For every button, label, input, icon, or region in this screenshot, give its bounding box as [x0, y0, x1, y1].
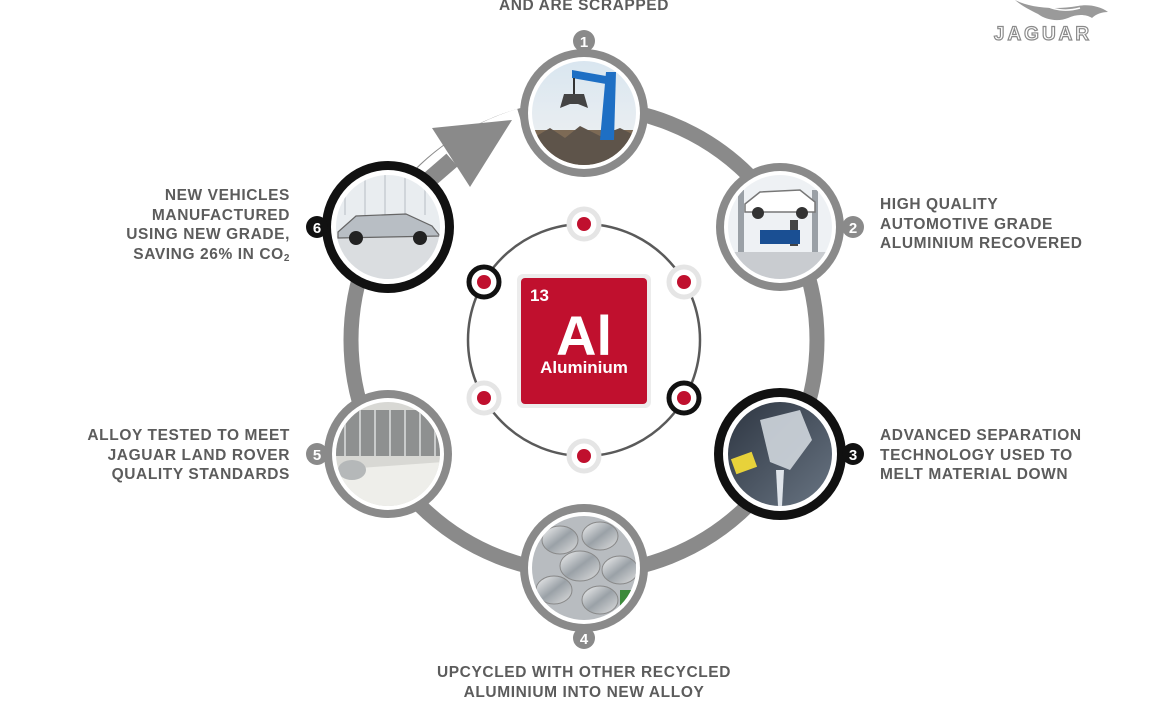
step-2-label: HIGH QUALITY AUTOMOTIVE GRADE ALUMINIUM …: [880, 196, 1083, 252]
step-5-label: ALLOY TESTED TO MEET JAGUAR LAND ROVER Q…: [87, 427, 290, 483]
step-5-node: 5: [306, 390, 452, 518]
step-4-node: 4: [520, 504, 648, 649]
step-5-number: 5: [313, 447, 321, 464]
aluminium-element-tile: 13 Al Aluminium: [517, 274, 651, 408]
step-2-node: 2: [716, 163, 864, 291]
step-1-node: 1: [520, 30, 648, 177]
brand-wordmark: JAGUAR: [993, 23, 1093, 45]
step-3-number: 3: [849, 447, 857, 464]
step-1-label: AND ARE SCRAPPED: [498, 0, 670, 14]
molten-metal-photo: [728, 402, 832, 506]
step-2-number: 2: [849, 220, 857, 237]
element-symbol: Al: [556, 304, 612, 367]
atomic-number: 13: [530, 286, 549, 305]
step-6-number: 6: [313, 220, 321, 237]
aluminium-coil-photo: [336, 402, 440, 506]
inner-dot: [566, 206, 602, 242]
inner-dot: [466, 380, 502, 416]
step-1-number: 1: [580, 34, 588, 51]
aluminium-cans-photo: [532, 516, 636, 620]
inner-dot: [666, 264, 702, 300]
co2-saving-line: SAVING 26% IN CO2: [133, 245, 290, 264]
step-3-node: 3: [714, 388, 864, 520]
step-4-number: 4: [580, 631, 589, 648]
step-6-node: 6: [306, 161, 454, 293]
inner-dots: [466, 206, 702, 474]
step-6-label: NEW VEHICLES MANUFACTURED USING NEW GRAD…: [40, 186, 290, 268]
step-4-label: UPCYCLED WITH OTHER RECYCLED ALUMINIUM I…: [436, 664, 732, 701]
step-3-label: ADVANCED SEPARATION TECHNOLOGY USED TO M…: [880, 427, 1082, 483]
inner-dot: [666, 380, 702, 416]
inner-dot: [566, 438, 602, 474]
element-name: Aluminium: [540, 358, 628, 377]
inner-dot: [466, 264, 502, 300]
leaping-jaguar-icon: [1015, 0, 1108, 21]
